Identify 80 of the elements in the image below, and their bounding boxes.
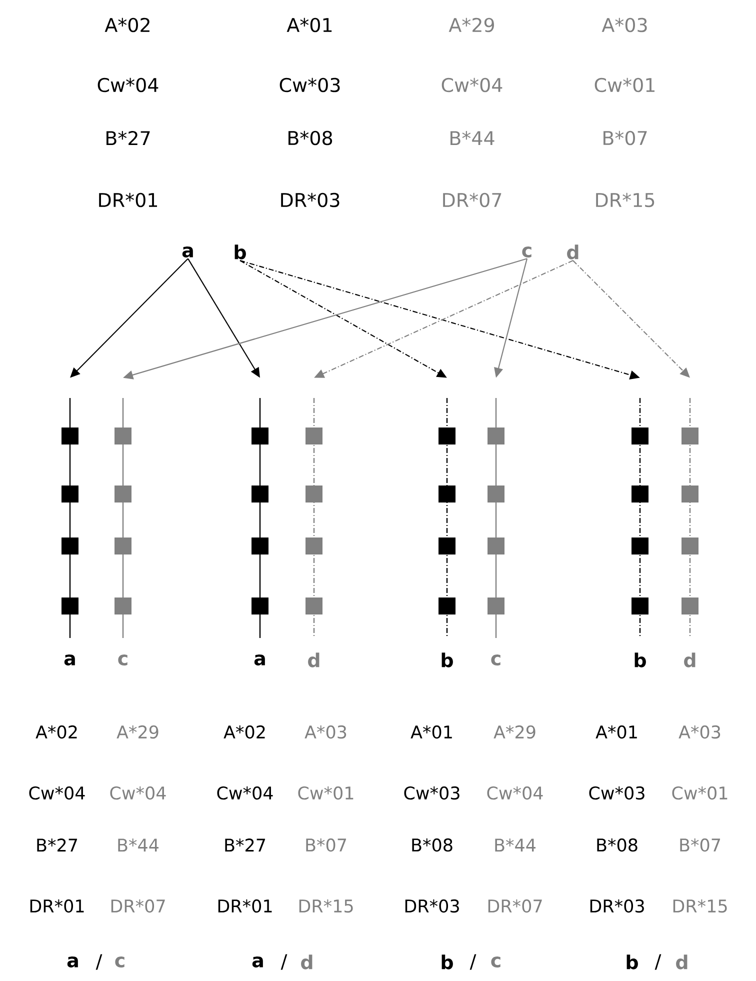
- allele-label: DR*15: [299, 899, 353, 913]
- chromosome-drawing: [306, 398, 322, 638]
- chromosome-label: b: [634, 652, 646, 668]
- chromosome-label: d: [684, 652, 696, 668]
- genotype-letter: c: [491, 956, 500, 968]
- allele-label: DR*03: [281, 192, 340, 208]
- allele-label: B*27: [37, 838, 78, 852]
- chromosome-drawing: [114, 398, 132, 638]
- allele-label: Cw*03: [404, 786, 460, 800]
- allele-label: DR*15: [596, 192, 654, 208]
- allele-label: Cw*04: [110, 786, 166, 800]
- allele-label: Cw*01: [298, 786, 354, 800]
- chromosome-drawing: [632, 398, 648, 638]
- slash: /: [280, 954, 288, 970]
- allele-label: B*44: [495, 838, 536, 852]
- allele-label: A*03: [678, 725, 720, 739]
- allele-label: B*07: [306, 838, 346, 852]
- allele-label: DR*01: [99, 192, 157, 208]
- allele-label: B*07: [604, 130, 647, 146]
- haplotype-letter: c: [522, 246, 532, 258]
- slash: /: [470, 954, 476, 970]
- allele-label: A*03: [304, 725, 346, 739]
- allele-label: A*02: [104, 18, 150, 32]
- genotype-letter: c: [115, 956, 124, 968]
- allele-label: Cw*04: [487, 786, 543, 800]
- allele-label: Cw*04: [442, 78, 502, 92]
- allele-label: A*29: [494, 725, 536, 739]
- allele-label: A*29: [116, 725, 158, 739]
- genotype-letter: b: [626, 954, 638, 970]
- allele-label: Cw*01: [594, 78, 654, 92]
- allele-label: A*02: [36, 725, 77, 739]
- allele-label: Cw*03: [589, 786, 644, 800]
- allele-label: DR*01: [218, 899, 272, 913]
- allele-label: B*44: [450, 130, 494, 146]
- allele-label: B*27: [225, 838, 266, 852]
- allele-label: DR*15: [673, 899, 727, 913]
- chromosome-label: b: [442, 652, 453, 668]
- chromosome-label: a: [254, 654, 265, 666]
- allele-label: A*29: [448, 18, 494, 32]
- allele-label: DR*07: [488, 899, 542, 913]
- allele-label: B*44: [118, 838, 159, 852]
- allele-label: B*08: [288, 130, 332, 146]
- genotype-letter: d: [676, 954, 688, 970]
- allele-label: A*02: [224, 725, 265, 739]
- chromosome-label: a: [64, 654, 75, 666]
- genotype-letter: a: [67, 956, 78, 968]
- chromosome-drawing: [252, 398, 268, 638]
- haplotype-letter: b: [234, 244, 246, 260]
- chromosome-drawing: [62, 398, 78, 638]
- chromosome-drawing: [488, 398, 504, 638]
- allele-label: B*08: [412, 838, 452, 852]
- allele-label: B*07: [680, 838, 720, 852]
- allele-label: A*01: [596, 725, 637, 739]
- allele-label: B*08: [597, 838, 638, 852]
- haplotype-letter: d: [567, 244, 578, 260]
- chromosome-label: d: [308, 652, 320, 668]
- allele-label: Cw*04: [98, 78, 158, 92]
- allele-label: DR*07: [443, 192, 502, 208]
- chromosome-label: c: [118, 654, 128, 666]
- allele-label: DR*03: [405, 899, 459, 913]
- allele-label: A*01: [410, 725, 452, 739]
- allele-label: Cw*04: [217, 786, 273, 800]
- allele-label: A*01: [286, 18, 332, 32]
- allele-label: DR*03: [590, 899, 644, 913]
- genotype-letter: d: [301, 954, 312, 970]
- chromosome-drawing: [438, 398, 456, 638]
- haplotype-letter: a: [182, 246, 193, 258]
- genotype-letter: b: [442, 954, 453, 970]
- allele-label: A*03: [602, 18, 647, 32]
- slash: /: [654, 954, 662, 970]
- allele-label: DR*01: [30, 899, 84, 913]
- allele-label: DR*07: [111, 899, 165, 913]
- allele-label: B*27: [106, 130, 150, 146]
- allele-label: Cw*03: [280, 78, 340, 92]
- genotype-letter: a: [252, 956, 263, 968]
- chromosome-drawing: [682, 398, 698, 638]
- allele-label: Cw*04: [29, 786, 85, 800]
- chromosome-label: c: [491, 654, 500, 666]
- allele-label: Cw*01: [672, 786, 728, 800]
- slash: /: [96, 954, 102, 970]
